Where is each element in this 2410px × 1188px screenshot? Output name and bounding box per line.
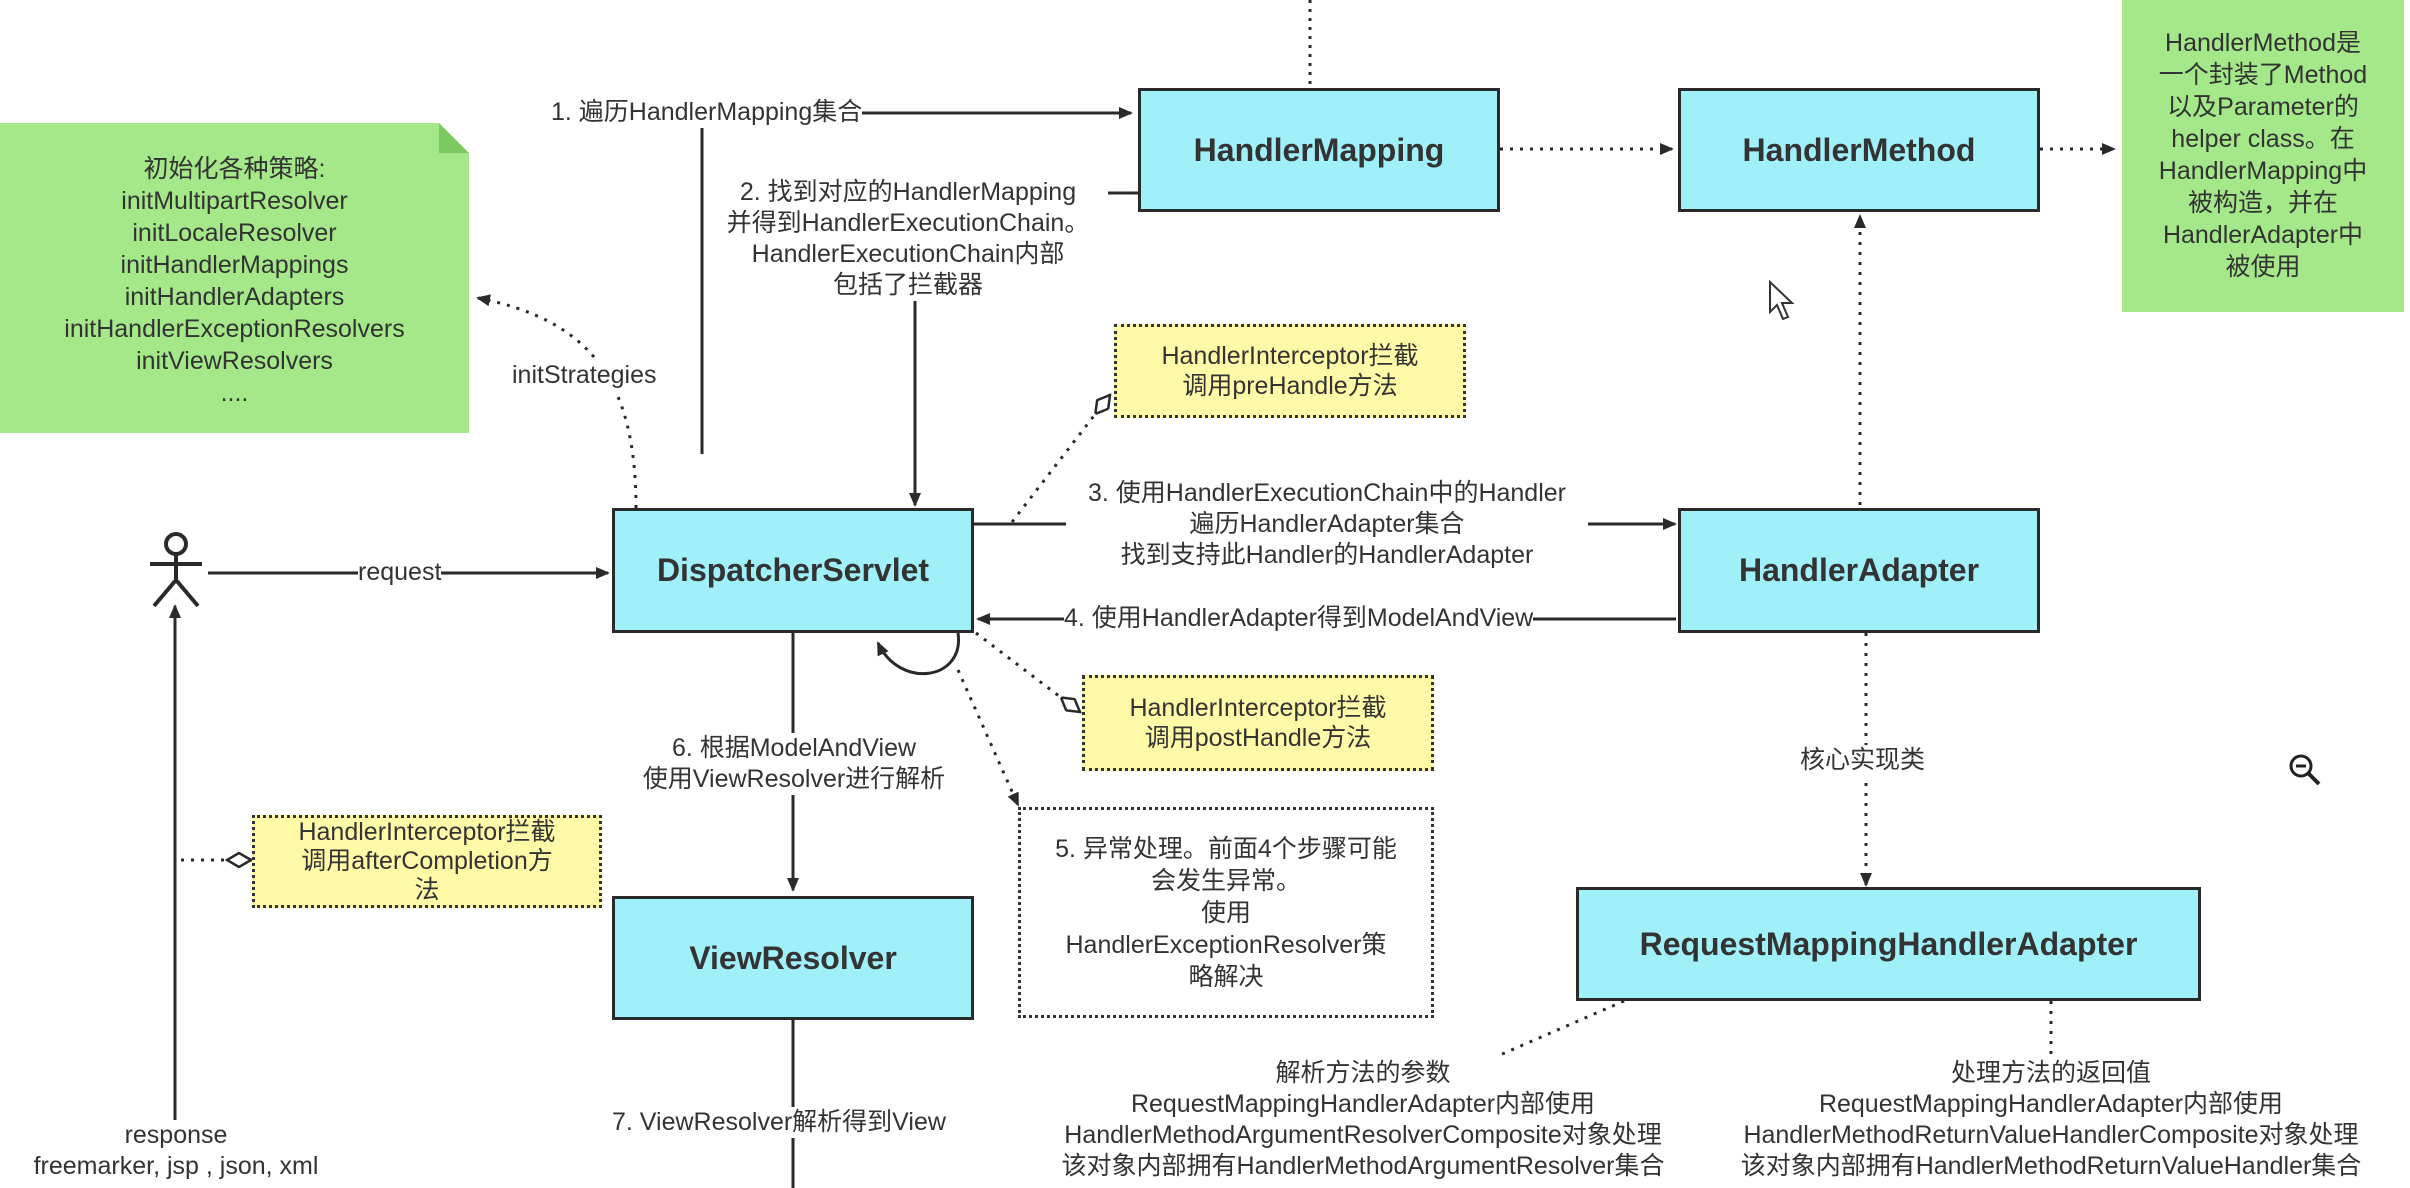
request-mapping-handler-adapter-box[interactable]: RequestMappingHandlerAdapter [1576, 887, 2201, 1001]
posthandle-link [975, 631, 1080, 712]
exception-handling-note-text: 5. 异常处理。前面4个步骤可能 会发生异常。 使用 HandlerExcept… [1055, 834, 1397, 991]
step4-label: 4. 使用HandlerAdapter得到ModelAndView [1064, 603, 1534, 634]
actor-icon [150, 532, 202, 608]
aftercompletion-note: HandlerInterceptor拦截 调用afterCompletion方 … [252, 815, 602, 908]
handler-method-note-text: HandlerMethod是 一个封装了Method 以及Parameter的 … [2158, 29, 2368, 281]
aftercompletion-note-text: HandlerInterceptor拦截 调用afterCompletion方 … [298, 818, 556, 904]
prehandle-note: HandlerInterceptor拦截 调用preHandle方法 [1114, 324, 1466, 418]
step1-label: 1. 遍历HandlerMapping集合 [551, 97, 863, 128]
request-mapping-handler-adapter-label: RequestMappingHandlerAdapter [1639, 925, 2138, 962]
exception-handling-note: 5. 异常处理。前面4个步骤可能 会发生异常。 使用 HandlerExcept… [1018, 807, 1434, 1018]
dispatcher-servlet-box[interactable]: DispatcherServlet [612, 508, 974, 633]
posthandle-note-text: HandlerInterceptor拦截 调用postHandle方法 [1129, 694, 1387, 752]
init-note-fold [439, 123, 469, 153]
request-label: request [358, 557, 442, 588]
arg-resolver-link [1499, 999, 1625, 1057]
self-loop-arrow [876, 632, 960, 676]
handler-method-label: HandlerMethod [1742, 131, 1976, 168]
step7-label: 7. ViewResolver解析得到View [612, 1107, 946, 1138]
handler-method-note: HandlerMethod是 一个封装了Method 以及Parameter的 … [2122, 0, 2404, 312]
step3-label: 3. 使用HandlerExecutionChain中的Handler 遍历Ha… [1066, 478, 1588, 571]
step6-label: 6. 根据ModelAndView 使用ViewResolver进行解析 [618, 733, 970, 795]
core-impl-label: 核心实现类 [1800, 745, 1926, 776]
handler-adapter-label: HandlerAdapter [1738, 552, 1980, 588]
init-strategies-note: 初始化各种策略: initMultipartResolver initLocal… [0, 123, 469, 433]
handler-mapping-box[interactable]: HandlerMapping [1138, 88, 1500, 212]
view-resolver-box[interactable]: ViewResolver [612, 896, 974, 1020]
response-label: response freemarker, jsp , json, xml [33, 1121, 319, 1180]
handler-adapter-box[interactable]: HandlerAdapter [1678, 508, 2040, 633]
init-strategies-link [476, 294, 638, 509]
zoom-out-icon[interactable] [2287, 752, 2323, 788]
handler-mapping-label: HandlerMapping [1193, 131, 1445, 168]
view-resolver-label: ViewResolver [689, 939, 897, 976]
init-strategies-note-text: 初始化各种策略: initMultipartResolver initLocal… [64, 155, 405, 407]
handler-method-box[interactable]: HandlerMethod [1678, 88, 2040, 212]
mouse-cursor-icon [1769, 280, 1795, 321]
return-value-label: 处理方法的返回值 RequestMappingHandlerAdapter内部使… [1740, 1059, 2362, 1180]
step2-label: 2. 找到对应的HandlerMapping 并得到HandlerExecuti… [708, 177, 1108, 301]
posthandle-note: HandlerInterceptor拦截 调用postHandle方法 [1082, 675, 1434, 771]
arg-resolver-label: 解析方法的参数 RequestMappingHandlerAdapter内部使用… [1061, 1059, 1665, 1180]
prehandle-link [1010, 395, 1110, 523]
dispatcher-servlet-label: DispatcherServlet [656, 552, 930, 588]
init-strategies-label: initStrategies [512, 360, 657, 391]
prehandle-note-text: HandlerInterceptor拦截 调用preHandle方法 [1161, 342, 1419, 400]
